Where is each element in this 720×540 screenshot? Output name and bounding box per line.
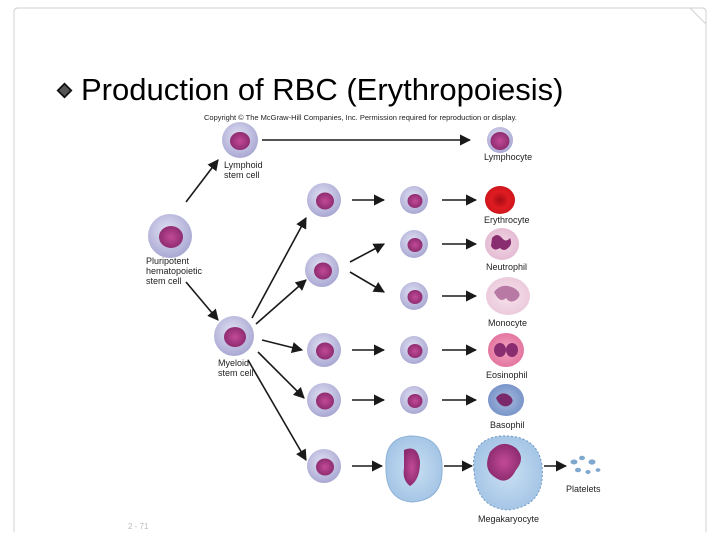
arrow-myeloid-to-proerythroblast: [251, 217, 307, 319]
slide-title: Production of RBC (Erythropoiesis): [56, 70, 563, 110]
myeloid-stem-cell: [214, 316, 254, 356]
arrow-myeloblast-to-neutrophil-precursor: [349, 243, 385, 263]
slide-title-text: Production of RBC (Erythropoiesis): [81, 72, 564, 107]
erythrocyte-cell: [485, 186, 515, 214]
copyright-notice: Copyright © The McGraw-Hill Companies, I…: [204, 113, 517, 122]
label-lymphoid-stem-cell: Lymphoid stem cell: [224, 160, 263, 180]
label-myeloid-line1: Myeloid: [218, 358, 250, 368]
arrow-pluripotent-to-lymphoid: [185, 159, 219, 203]
diamond-bullet-icon: [56, 82, 73, 99]
label-myeloid-line2: stem cell: [218, 368, 254, 378]
megakaryoblast-cell: [307, 449, 341, 483]
label-pluripotent-line3: stem cell: [146, 276, 182, 286]
label-megakaryocyte: Megakaryocyte: [478, 514, 540, 524]
neutrophil-cell: [485, 228, 519, 260]
arrow-myeloid-to-baso-precursor: [257, 351, 305, 399]
label-monocyte: Monocyte: [488, 318, 528, 328]
eosinophil-myelocyte-cell: [400, 336, 428, 364]
label-lymphoid-line2: stem cell: [224, 170, 260, 180]
arrow-myeloid-to-eos-precursor: [261, 339, 304, 353]
arrow-myeloid-to-myeloblast: [255, 279, 307, 325]
basophil-myelocyte-cell: [400, 386, 428, 414]
basophil-precursor-cell: [307, 383, 341, 417]
label-basophil: Basophil: [490, 420, 525, 430]
page-number: 2 - 71: [128, 522, 149, 531]
label-pluripotent-line1: Pluripotent: [146, 256, 190, 266]
lymphocyte-cell: [487, 127, 513, 153]
lymphoid-stem-cell: [222, 122, 258, 158]
label-myeloid-stem-cell: Myeloid stem cell: [218, 358, 254, 378]
eosinophil-precursor-cell: [307, 333, 341, 367]
myeloblast-cell: [305, 253, 339, 287]
label-pluripotent-line2: hematopoietic: [146, 266, 203, 276]
label-lymphocyte: Lymphocyte: [484, 152, 533, 162]
label-lymphoid-line1: Lymphoid: [224, 160, 263, 170]
arrow-pluripotent-to-myeloid: [185, 281, 219, 321]
basophil-cell: [488, 384, 524, 416]
monocyte-cell: [486, 277, 530, 315]
eosinophil-cell: [488, 333, 524, 367]
label-neutrophil: Neutrophil: [486, 262, 528, 272]
promegakaryocyte-cell: [385, 435, 443, 503]
proerythroblast-cell: [307, 183, 341, 217]
erythroblast-cell: [400, 186, 428, 214]
label-eosinophil: Eosinophil: [486, 370, 528, 380]
megakaryocyte-cell: [473, 435, 543, 511]
arrow-myeloblast-to-monocyte-precursor: [349, 271, 385, 293]
pluripotent-stem-cell: [148, 214, 192, 258]
label-pluripotent-stem-cell: Pluripotent hematopoietic stem cell: [146, 256, 202, 286]
arrow-myeloid-to-megakaryoblast: [247, 359, 307, 461]
neutrophil-precursor-cell: [400, 230, 428, 258]
label-erythrocyte: Erythrocyte: [484, 215, 530, 225]
arrows: [185, 134, 568, 472]
monocyte-precursor-cell: [400, 282, 428, 310]
label-platelets: Platelets: [566, 484, 601, 494]
platelets-icon: [570, 455, 601, 474]
